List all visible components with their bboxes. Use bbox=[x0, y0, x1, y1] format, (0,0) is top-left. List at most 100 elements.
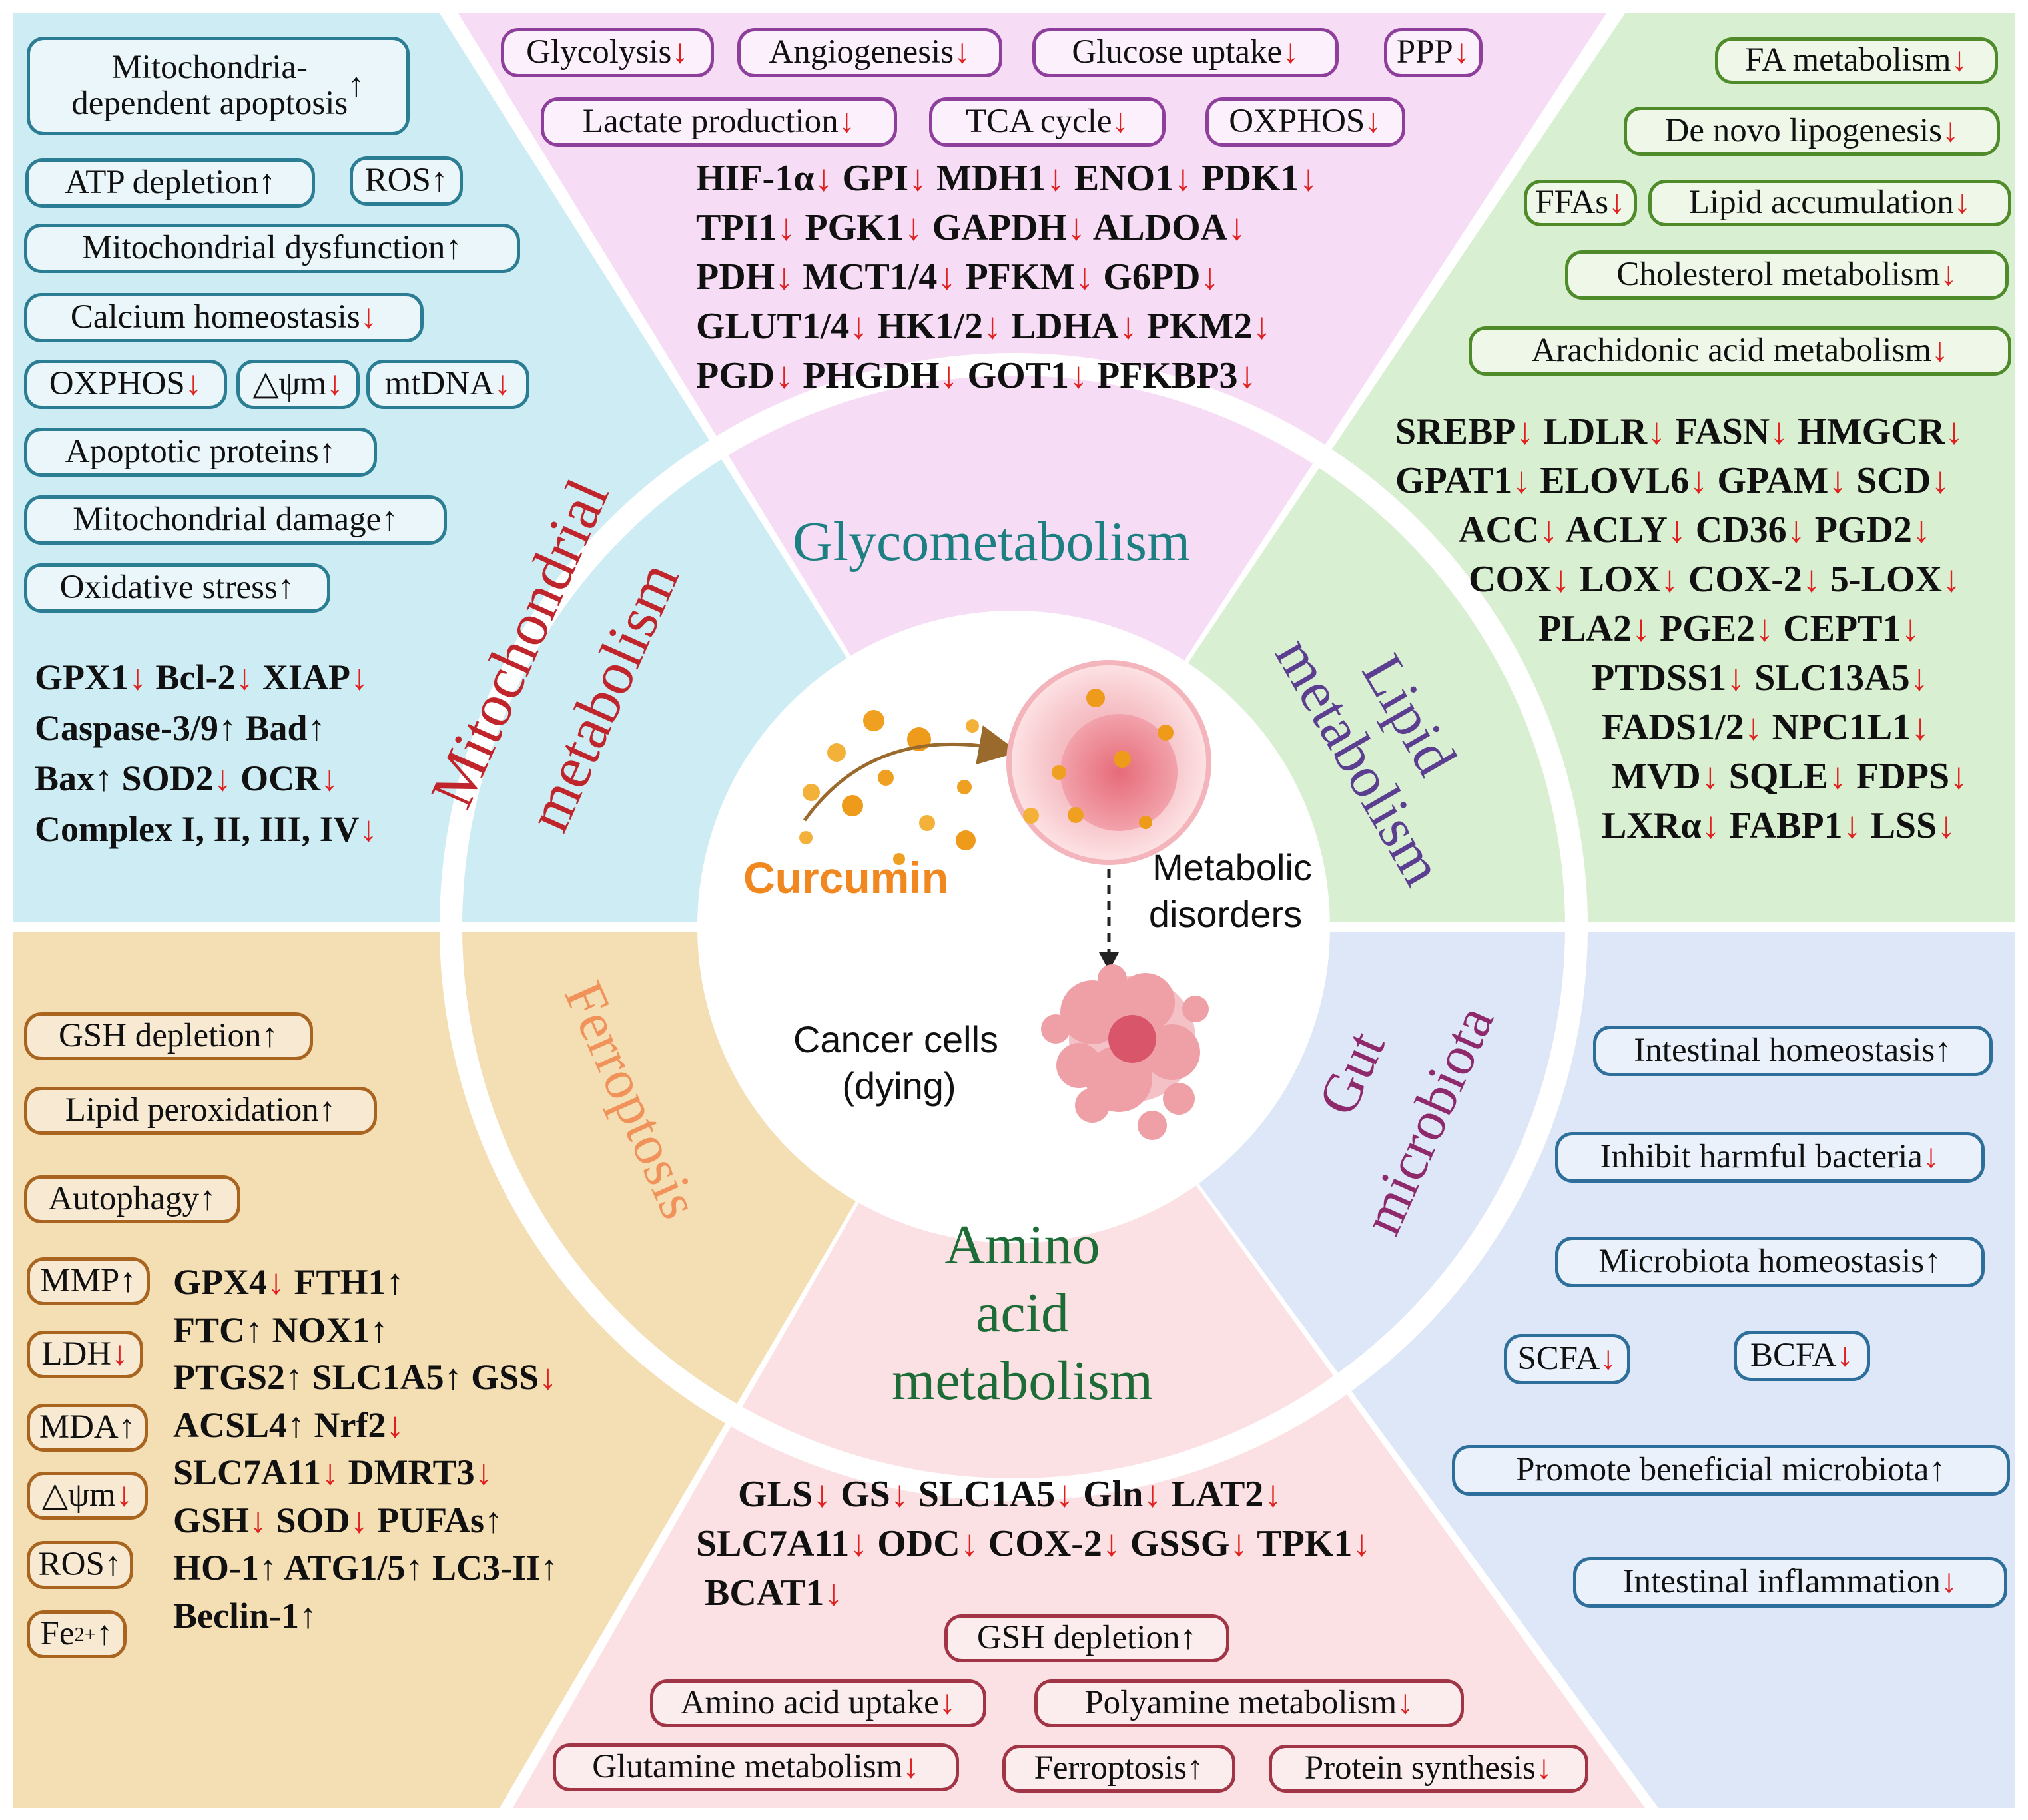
gut-box-label: Intestinal inflammation bbox=[1622, 1563, 1941, 1601]
decrease-arrow-icon: ↓ bbox=[1174, 158, 1193, 199]
increase-arrow-icon: ↑ bbox=[445, 229, 462, 267]
gene-name: SCD bbox=[1856, 460, 1931, 501]
gene-name: ENO1 bbox=[1074, 158, 1174, 199]
gene-name: MCT1/4 bbox=[803, 256, 938, 298]
cancer-cells-label: Cancer cells bbox=[793, 1018, 999, 1060]
gene-name: Bcl-2 bbox=[155, 657, 236, 697]
increase-arrow-icon: ↑ bbox=[307, 708, 326, 748]
ferroptosis-box-m: △ψm↓ bbox=[27, 1472, 148, 1520]
gene-name: PUFAs bbox=[377, 1500, 485, 1540]
outer-ring bbox=[440, 353, 1588, 1501]
lipid-box-label: FFAs bbox=[1535, 184, 1609, 222]
decrease-arrow-icon: ↓ bbox=[494, 365, 511, 403]
ferroptosis-box-label: ROS bbox=[38, 1546, 105, 1584]
gene-name: BCAT1 bbox=[705, 1572, 825, 1614]
mitochondrial-box-label: OXPHOS bbox=[49, 365, 185, 403]
glyco-gene-line: PDH↓ MCT1/4↓ PFKM↓ G6PD↓ bbox=[696, 258, 1219, 296]
gene-name: LC3-II bbox=[432, 1548, 541, 1588]
ferroptosis-gene-line: GSH↓ SOD↓ PUFAs↑ bbox=[173, 1502, 502, 1538]
gene-name: FADS1/2 bbox=[1602, 707, 1744, 748]
amino-gene-line: SLC7A11↓ ODC↓ COX-2↓ GSSG↓ TPK1↓ bbox=[696, 1525, 1371, 1562]
ferroptosis-box-autophagy: Autophagy↑ bbox=[24, 1175, 240, 1223]
decrease-arrow-icon: ↓ bbox=[267, 1262, 285, 1302]
mitochondrial-box-mitochondria-dependent-apoptosis: Mitochondria- dependent apoptosis↑ bbox=[27, 37, 410, 135]
amino-box-label: Ferroptosis bbox=[1034, 1749, 1187, 1787]
decrease-arrow-icon: ↓ bbox=[1112, 103, 1130, 141]
mitochondrial-box-calcium-homeostasis: Calcium homeostasis↓ bbox=[24, 293, 424, 342]
increase-arrow-icon: ↑ bbox=[96, 1615, 113, 1653]
decrease-arrow-icon: ↓ bbox=[1937, 805, 1956, 846]
gene-name: PFKM bbox=[965, 256, 1076, 298]
glyco-gene-line: HIF-1α↓ GPI↓ MDH1↓ ENO1↓ PDK1↓ bbox=[696, 160, 1317, 197]
increase-arrow-icon: ↑ bbox=[1935, 1032, 1952, 1069]
gene-name: PFKBP3 bbox=[1097, 355, 1238, 396]
lipid-box-cholesterol-metabolism: Cholesterol metabolism↓ bbox=[1565, 250, 2009, 300]
gene-name: PHGDH bbox=[803, 355, 940, 396]
gene-name: FTH1 bbox=[294, 1262, 386, 1302]
mitochondrial-box-label: Mitochondrial damage bbox=[73, 501, 382, 539]
increase-arrow-icon: ↑ bbox=[318, 433, 336, 471]
gene-name: SREBP bbox=[1395, 411, 1516, 452]
gene-name: GPAT1 bbox=[1395, 460, 1513, 501]
decrease-arrow-icon: ↓ bbox=[939, 355, 958, 396]
decrease-arrow-icon: ↓ bbox=[1911, 707, 1930, 748]
gut-box-label: Intestinal homeostasis bbox=[1634, 1032, 1935, 1069]
lipid-sector bbox=[1014, 13, 2015, 922]
decrease-arrow-icon: ↓ bbox=[115, 1476, 133, 1514]
ferroptosis-box-lipid-peroxidation: Lipid peroxidation↑ bbox=[24, 1087, 377, 1135]
amino-box-label: Glutamine metabolism bbox=[592, 1748, 903, 1786]
ferroptosis-box-label: MDA bbox=[39, 1408, 119, 1446]
metabolic-arrow-head bbox=[1099, 952, 1119, 971]
glyco-title: Glycometabolism bbox=[793, 511, 1191, 573]
decrease-arrow-icon: ↓ bbox=[960, 1523, 979, 1564]
increase-arrow-icon: ↑ bbox=[1924, 1243, 1941, 1281]
lipid-gene-line: ACC↓ ACLY↓ CD36↓ PGD2↓ bbox=[1459, 511, 1931, 549]
amino-box-label: Amino acid uptake bbox=[680, 1684, 939, 1722]
lipid-box-label: Arachidonic acid metabolism bbox=[1531, 332, 1931, 370]
gene-name: CD36 bbox=[1695, 509, 1787, 551]
decrease-arrow-icon: ↓ bbox=[1828, 756, 1848, 797]
curcumin-particles-icon bbox=[799, 710, 979, 865]
increase-arrow-icon: ↑ bbox=[381, 501, 398, 539]
decrease-arrow-icon: ↓ bbox=[954, 33, 971, 71]
gene-name: Complex I, II, III, IV bbox=[35, 809, 360, 849]
gene-name: SLC13A5 bbox=[1754, 657, 1910, 699]
gene-name: G6PD bbox=[1103, 256, 1201, 298]
amino-box-ferroptosis: Ferroptosis↑ bbox=[1002, 1745, 1235, 1793]
gene-name: Nrf2 bbox=[314, 1404, 386, 1445]
decrease-arrow-icon: ↓ bbox=[1911, 509, 1931, 551]
decrease-arrow-icon: ↓ bbox=[1922, 1138, 1940, 1176]
glyco-box-glucose-uptake: Glucose uptake↓ bbox=[1032, 28, 1339, 77]
superscript: 2+ bbox=[74, 1622, 97, 1646]
amino-box-polyamine-metabolism: Polyamine metabolism↓ bbox=[1034, 1679, 1464, 1727]
gene-name: GPX1 bbox=[35, 657, 129, 697]
increase-arrow-icon: ↑ bbox=[259, 1548, 277, 1588]
decrease-arrow-icon: ↓ bbox=[1701, 805, 1720, 846]
gene-name: GPI bbox=[842, 158, 909, 199]
ferroptosis-gene-line: FTC↑ NOX1↑ bbox=[173, 1312, 388, 1348]
glyco-sector bbox=[458, 13, 1606, 922]
decrease-arrow-icon: ↓ bbox=[1608, 184, 1626, 222]
increase-arrow-icon: ↑ bbox=[540, 1548, 559, 1588]
decrease-arrow-icon: ↓ bbox=[824, 1572, 843, 1614]
gene-name: OCR bbox=[240, 758, 321, 798]
gut-box-microbiota-homeostasis: Microbiota homeostasis↑ bbox=[1555, 1237, 1985, 1287]
gene-name: NOX1 bbox=[272, 1309, 370, 1350]
decrease-arrow-icon: ↓ bbox=[1755, 608, 1774, 649]
decrease-arrow-icon: ↓ bbox=[1118, 306, 1138, 347]
gene-name: GAPDH bbox=[932, 207, 1067, 248]
decrease-arrow-icon: ↓ bbox=[1909, 657, 1929, 699]
gene-name: COX-2 bbox=[1688, 559, 1802, 600]
decrease-arrow-icon: ↓ bbox=[1066, 207, 1086, 248]
gene-name: LDLR bbox=[1543, 411, 1648, 452]
decrease-arrow-icon: ↓ bbox=[849, 1523, 868, 1564]
gut-box-label: BCFA bbox=[1750, 1337, 1837, 1374]
mitochondrial-box-atp-depletion: ATP depletion↑ bbox=[25, 158, 315, 208]
gene-name: ALDOA bbox=[1092, 207, 1228, 248]
decrease-arrow-icon: ↓ bbox=[1940, 256, 1957, 294]
amino-title-line1: Amino bbox=[944, 1214, 1100, 1276]
gene-name: GOT1 bbox=[967, 355, 1070, 396]
increase-arrow-icon: ↑ bbox=[1929, 1451, 1946, 1489]
increase-arrow-icon: ↑ bbox=[298, 1595, 317, 1636]
increase-arrow-icon: ↑ bbox=[199, 1180, 216, 1218]
